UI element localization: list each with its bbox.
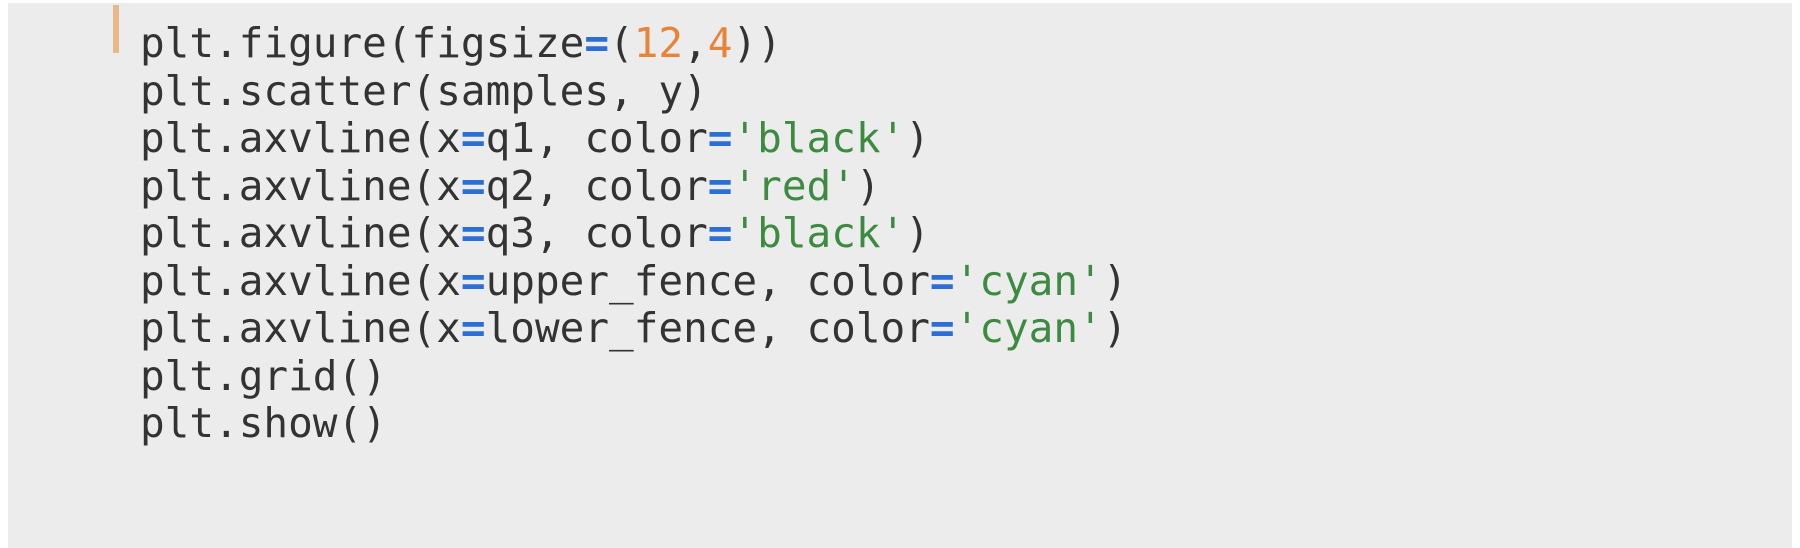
code-line[interactable]: plt.grid() xyxy=(140,351,1780,401)
code-token-num: 12 xyxy=(633,19,684,67)
code-token-plain: ) xyxy=(905,114,930,162)
code-token-plain: )) xyxy=(732,19,782,67)
code-token-plain: plt.axvline(x xyxy=(140,304,461,352)
code-token-op: = xyxy=(460,114,486,162)
code-token-str: 'black' xyxy=(732,114,906,162)
code-token-plain: plt.scatter(samples, y) xyxy=(140,66,708,115)
code-token-str: 'cyan' xyxy=(954,256,1103,305)
code-token-plain: plt.axvline(x xyxy=(140,161,461,210)
code-token-plain: q3, color xyxy=(485,209,708,257)
code-token-op: = xyxy=(707,209,733,257)
code-token-str: 'red' xyxy=(732,161,856,210)
code-token-op: = xyxy=(460,161,486,210)
code-lines-container[interactable]: plt.figure(figsize=(12,4))plt.scatter(sa… xyxy=(140,19,1780,448)
code-line[interactable]: plt.axvline(x=lower_fence, color='cyan') xyxy=(140,304,1780,353)
code-token-plain: ) xyxy=(1102,256,1128,305)
code-token-plain: ) xyxy=(905,209,930,257)
code-line[interactable]: plt.scatter(samples, y) xyxy=(140,66,1780,116)
code-token-plain: plt.axvline(x xyxy=(140,209,461,257)
code-token-plain: , xyxy=(683,19,708,67)
code-token-str: 'cyan' xyxy=(954,304,1103,352)
code-token-plain: ( xyxy=(609,19,634,67)
code-line[interactable]: plt.axvline(x=q1, color='black') xyxy=(140,114,1780,163)
code-token-op: = xyxy=(929,304,955,352)
code-token-plain: ) xyxy=(1102,304,1128,352)
code-token-plain: q1, color xyxy=(485,114,708,162)
code-token-op: = xyxy=(707,161,733,210)
execution-caret-bar xyxy=(113,5,119,53)
code-token-op: = xyxy=(584,19,610,67)
code-token-plain: ) xyxy=(855,161,881,210)
code-token-op: = xyxy=(707,114,733,162)
code-token-str: 'black' xyxy=(732,209,906,257)
code-token-op: = xyxy=(460,256,486,305)
code-line[interactable]: plt.show() xyxy=(140,399,1780,448)
code-line[interactable]: plt.axvline(x=upper_fence, color='cyan') xyxy=(140,256,1780,306)
code-token-plain: lower_fence, color xyxy=(485,304,930,352)
code-token-plain: plt.figure(figsize xyxy=(140,19,585,67)
code-token-plain: plt.axvline(x xyxy=(140,114,461,162)
code-token-plain: q2, color xyxy=(485,161,708,210)
code-block[interactable]: plt.figure(figsize=(12,4))plt.scatter(sa… xyxy=(8,3,1792,548)
code-token-plain: plt.grid() xyxy=(140,351,387,400)
code-token-num: 4 xyxy=(707,19,733,67)
code-line[interactable]: plt.figure(figsize=(12,4)) xyxy=(140,19,1780,68)
code-token-op: = xyxy=(460,209,486,257)
code-token-plain: plt.show() xyxy=(140,399,387,447)
code-token-op: = xyxy=(460,304,486,352)
code-line[interactable]: plt.axvline(x=q3, color='black') xyxy=(140,209,1780,258)
code-line[interactable]: plt.axvline(x=q2, color='red') xyxy=(140,161,1780,211)
code-token-plain: plt.axvline(x xyxy=(140,256,461,305)
code-token-plain: upper_fence, color xyxy=(485,256,930,305)
code-token-op: = xyxy=(929,256,955,305)
